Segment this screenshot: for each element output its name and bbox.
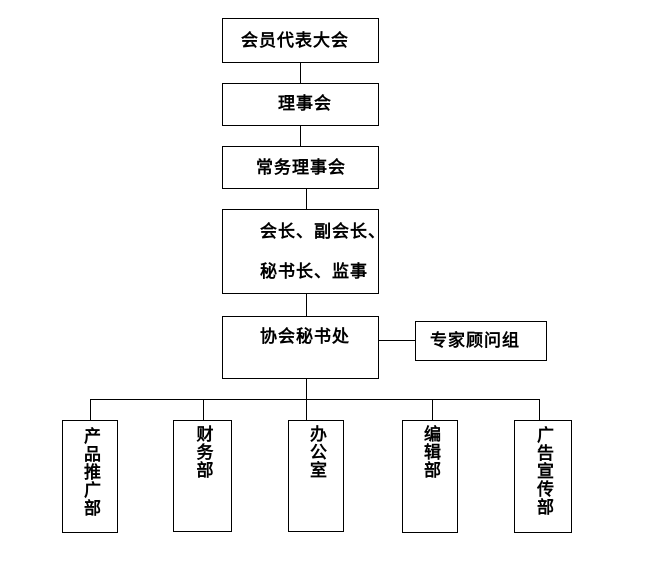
node-congress-label: 会员代表大会: [241, 31, 349, 51]
node-council: 理事会: [222, 83, 379, 126]
drop-dept-3: [306, 399, 308, 420]
dept-advertising: 广告宣传部: [514, 420, 572, 533]
node-leaders: 会长、副会长、 秘书长、监事: [222, 209, 385, 294]
node-secretariat: 协会秘书处: [222, 316, 379, 379]
dept-office-label: 办公室: [306, 425, 326, 479]
dept-finance: 财务部: [173, 420, 232, 532]
connector-congress-council: [300, 63, 302, 83]
connector-standing-leaders: [306, 189, 308, 209]
node-leaders-label-line1: 会长、副会长、: [260, 222, 386, 242]
dept-finance-label: 财务部: [192, 425, 213, 479]
dept-office: 办公室: [288, 420, 344, 532]
node-secretariat-label: 协会秘书处: [260, 327, 350, 347]
connector-secretariat-bus: [306, 379, 308, 399]
dept-editorial: 编辑部: [402, 420, 458, 533]
node-congress: 会员代表大会: [222, 18, 379, 63]
dept-product-promotion: 产品推广部: [62, 420, 118, 533]
dept-advertising-label: 广告宣传部: [533, 426, 553, 516]
node-expert-group: 专家顾问组: [415, 321, 547, 361]
node-expert-group-label: 专家顾问组: [430, 331, 520, 351]
drop-dept-4: [432, 399, 434, 420]
node-standing-council-label: 常务理事会: [256, 158, 346, 178]
connector-leaders-secretariat: [306, 294, 308, 316]
node-council-label: 理事会: [278, 94, 332, 114]
department-bus: [90, 399, 539, 401]
connector-council-standing: [300, 126, 302, 146]
connector-secretariat-expert: [379, 340, 415, 342]
drop-dept-5: [539, 399, 541, 420]
drop-dept-1: [90, 399, 92, 420]
node-leaders-label-line2: 秘书长、监事: [260, 262, 368, 282]
dept-product-promotion-label: 产品推广部: [80, 427, 100, 517]
drop-dept-2: [203, 399, 205, 420]
node-standing-council: 常务理事会: [222, 146, 379, 189]
dept-editorial-label: 编辑部: [420, 425, 440, 479]
